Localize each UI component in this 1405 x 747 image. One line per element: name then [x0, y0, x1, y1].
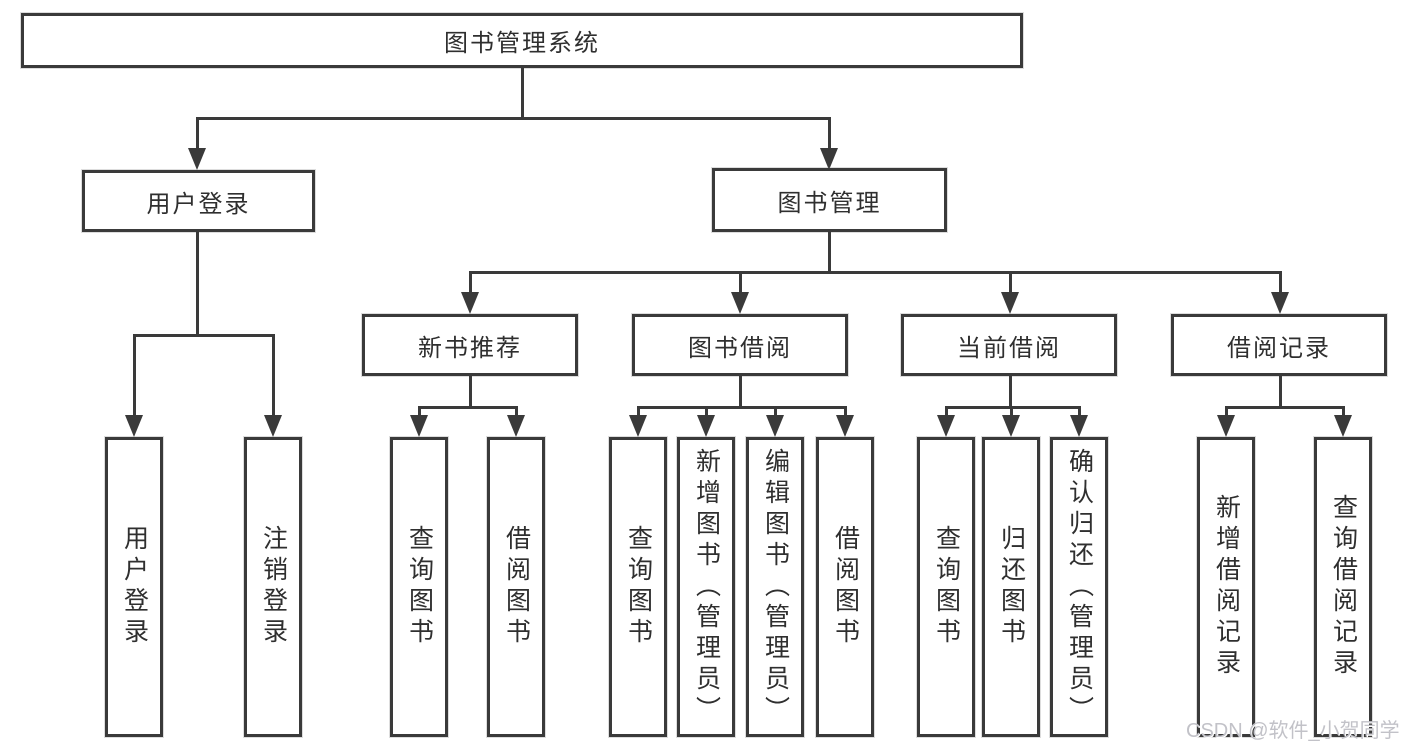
module-node-label: 当前借阅	[957, 334, 1061, 362]
leaf-node-label: 用户登录	[120, 525, 149, 649]
branch-node-user-login: 用户登录	[82, 170, 315, 232]
leaf-node-borrow-books: 借阅图书	[816, 437, 874, 737]
connector-line	[1009, 376, 1012, 408]
connector-line	[705, 406, 708, 415]
module-node-book-borrow: 图书借阅	[632, 314, 848, 376]
leaf-node-query-books-recommend: 查询图书	[390, 437, 448, 737]
leaf-node-label: 确认归还（管理员）	[1065, 447, 1094, 727]
connector-line	[133, 334, 274, 337]
connector-line	[469, 376, 472, 408]
leaf-node-label: 查询图书	[932, 525, 961, 649]
module-node-label: 图书借阅	[688, 334, 792, 362]
leaf-node-edit-books-admin: 编辑图书（管理员）	[746, 437, 804, 737]
leaf-node-user-login: 用户登录	[105, 437, 163, 737]
arrowhead-icon	[410, 415, 428, 437]
module-node-new-book-recommend: 新书推荐	[362, 314, 578, 376]
leaf-node-label: 借阅图书	[502, 525, 531, 649]
connector-line	[739, 376, 742, 408]
leaf-node-query-books-current: 查询图书	[917, 437, 975, 737]
leaf-node-label: 新增借阅记录	[1212, 494, 1241, 680]
root-node-label: 图书管理系统	[444, 30, 600, 57]
arrowhead-icon	[507, 415, 525, 437]
leaf-node-logout: 注销登录	[244, 437, 302, 737]
arrowhead-icon	[1271, 292, 1289, 314]
connector-line	[521, 68, 524, 118]
root-node-library-system: 图书管理系统	[21, 13, 1023, 68]
connector-line	[469, 271, 1281, 274]
connector-line	[515, 406, 518, 415]
connector-line	[196, 232, 199, 335]
arrowhead-icon	[461, 292, 479, 314]
connector-line	[637, 406, 640, 415]
arrowhead-icon	[766, 415, 784, 437]
connector-line	[828, 232, 831, 274]
leaf-node-query-books-borrow: 查询图书	[609, 437, 667, 737]
leaf-node-label: 查询借阅记录	[1329, 494, 1358, 680]
leaf-node-confirm-return-admin: 确认归还（管理员）	[1050, 437, 1108, 737]
leaf-node-label: 编辑图书（管理员）	[761, 447, 790, 727]
leaf-node-query-borrow-record: 查询借阅记录	[1314, 437, 1372, 737]
arrowhead-icon	[937, 415, 955, 437]
leaf-node-label: 借阅图书	[831, 525, 860, 649]
connector-line	[196, 117, 199, 148]
arrowhead-icon	[1217, 415, 1235, 437]
connector-line	[774, 406, 777, 415]
connector-line	[637, 406, 846, 409]
module-node-current-borrow: 当前借阅	[901, 314, 1117, 376]
arrowhead-icon	[1002, 415, 1020, 437]
arrowhead-icon	[820, 148, 838, 170]
connector-line	[272, 334, 275, 415]
connector-line	[1009, 271, 1012, 292]
connector-line	[844, 406, 847, 415]
connector-line	[418, 406, 517, 409]
branch-node-label: 用户登录	[146, 190, 251, 218]
arrowhead-icon	[629, 415, 647, 437]
module-node-label: 新书推荐	[418, 334, 522, 362]
module-node-borrow-records: 借阅记录	[1171, 314, 1387, 376]
connector-line	[1342, 406, 1345, 415]
arrowhead-icon	[836, 415, 854, 437]
connector-line	[1279, 376, 1282, 408]
branch-node-label: 图书管理	[777, 189, 882, 217]
connector-line	[1078, 406, 1081, 415]
leaf-node-label: 查询图书	[405, 525, 434, 649]
leaf-node-add-borrow-record: 新增借阅记录	[1197, 437, 1255, 737]
connector-line	[197, 117, 831, 120]
arrowhead-icon	[1334, 415, 1352, 437]
connector-line	[1279, 271, 1282, 292]
connector-line	[1225, 406, 1228, 415]
leaf-node-borrow-books-recommend: 借阅图书	[487, 437, 545, 737]
arrowhead-icon	[697, 415, 715, 437]
leaf-node-label: 新增图书（管理员）	[692, 447, 721, 727]
leaf-node-add-books-admin: 新增图书（管理员）	[677, 437, 735, 737]
leaf-node-label: 归还图书	[997, 525, 1026, 649]
leaf-node-label: 注销登录	[259, 525, 288, 649]
connector-line	[133, 334, 136, 415]
connector-line	[1010, 406, 1013, 415]
leaf-node-return-books: 归还图书	[982, 437, 1040, 737]
arrowhead-icon	[125, 415, 143, 437]
connector-line	[1225, 406, 1344, 409]
branch-node-book-management: 图书管理	[712, 168, 947, 232]
connector-line	[945, 406, 948, 415]
connector-line	[469, 271, 472, 292]
arrowhead-icon	[188, 148, 206, 170]
arrowhead-icon	[1070, 415, 1088, 437]
arrowhead-icon	[264, 415, 282, 437]
leaf-node-label: 查询图书	[624, 525, 653, 649]
csdn-watermark: CSDN @软件_小贺同学	[1186, 720, 1400, 742]
connector-line	[828, 117, 831, 148]
arrowhead-icon	[731, 292, 749, 314]
connector-line	[739, 271, 742, 292]
connector-line	[418, 406, 421, 415]
module-node-label: 借阅记录	[1227, 334, 1331, 362]
arrowhead-icon	[1001, 292, 1019, 314]
